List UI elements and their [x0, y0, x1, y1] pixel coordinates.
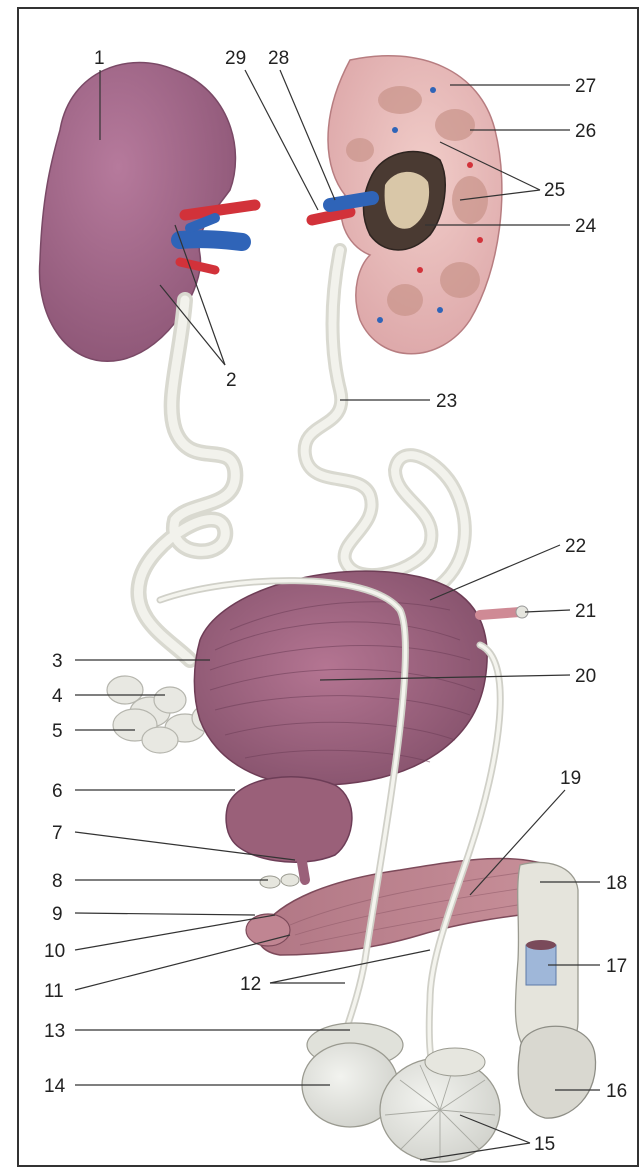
label-17: 17	[606, 956, 627, 977]
label-18: 18	[606, 873, 627, 894]
label-13: 13	[44, 1021, 65, 1042]
label-5: 5	[52, 721, 63, 742]
leader-21	[525, 610, 570, 612]
label-20: 20	[575, 666, 596, 687]
right-renal-vein	[330, 198, 372, 205]
label-28: 28	[268, 48, 289, 69]
label-11: 11	[44, 981, 64, 1002]
right-epididymis	[425, 1048, 485, 1076]
label-19: 19	[560, 768, 581, 789]
label-21: 21	[575, 601, 596, 622]
label-29: 29	[225, 48, 246, 69]
label-14: 14	[44, 1076, 66, 1097]
urachus	[480, 612, 520, 615]
label-27: 27	[575, 76, 596, 97]
label-24: 24	[575, 216, 597, 237]
label-25: 25	[544, 180, 565, 201]
label-2: 2	[226, 370, 237, 391]
label-1: 1	[94, 48, 105, 69]
label-4: 4	[52, 686, 63, 707]
label-12: 12	[240, 974, 261, 995]
leader-28	[280, 70, 335, 200]
label-3: 3	[52, 651, 63, 672]
label-26: 26	[575, 121, 596, 142]
prostate	[226, 777, 352, 862]
membranous-urethra	[300, 850, 305, 880]
glans-penis	[518, 1026, 595, 1118]
left-renal-vein	[180, 239, 242, 242]
label-6: 6	[52, 781, 63, 802]
label-9: 9	[52, 904, 63, 925]
label-22: 22	[565, 536, 586, 557]
leader-9	[75, 913, 255, 915]
right-renal-artery	[312, 212, 350, 220]
label-15: 15	[534, 1134, 555, 1155]
label-7: 7	[52, 823, 63, 844]
leader-29	[245, 70, 318, 210]
label-16: 16	[606, 1081, 627, 1102]
bulbourethral-gland	[260, 874, 299, 888]
label-8: 8	[52, 871, 63, 892]
label-10: 10	[44, 941, 65, 962]
label-23: 23	[436, 391, 457, 412]
leader-10	[75, 915, 275, 950]
